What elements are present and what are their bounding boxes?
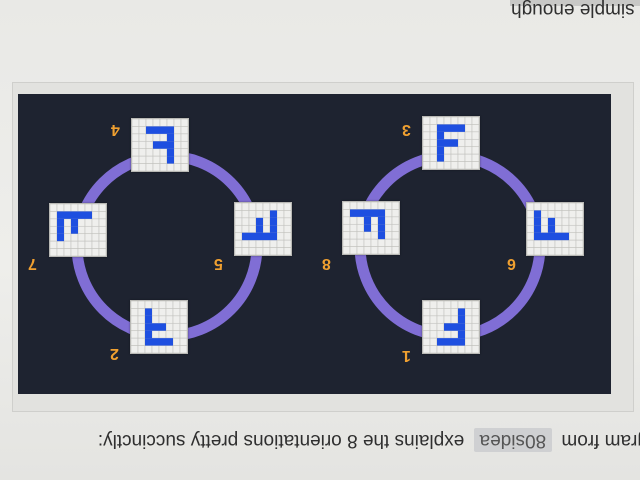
tile-orientation-1 (422, 300, 480, 354)
tile-orientation-8 (342, 201, 400, 255)
label-5: 5 (214, 255, 223, 272)
label-7: 7 (28, 255, 37, 272)
top-edge-strip (510, 0, 640, 6)
tile-orientation-3 (422, 116, 480, 170)
tile-orientation-6 (526, 202, 584, 256)
label-6: 6 (507, 255, 516, 272)
text-line-top: ds simple enough (440, 0, 640, 20)
text-line-bottom: gram from 80sidea explains the 8 orienta… (8, 428, 640, 452)
caption-suffix: explains the 8 orientations pretty succi… (97, 430, 465, 451)
label-4: 4 (111, 121, 120, 138)
text-top: ds simple enough (511, 0, 640, 20)
label-2: 2 (110, 345, 119, 362)
author-tag: 80sidea (473, 428, 553, 452)
orientation-diagram: 2 7 4 5 1 8 3 6 (18, 94, 611, 394)
label-8: 8 (322, 255, 331, 272)
label-3: 3 (402, 121, 411, 138)
tile-orientation-4 (131, 118, 189, 172)
tile-orientation-2 (130, 300, 188, 354)
tile-orientation-5 (234, 202, 292, 256)
tile-orientation-7 (49, 203, 107, 257)
label-1: 1 (402, 347, 411, 364)
caption-prefix: gram from (561, 430, 640, 451)
